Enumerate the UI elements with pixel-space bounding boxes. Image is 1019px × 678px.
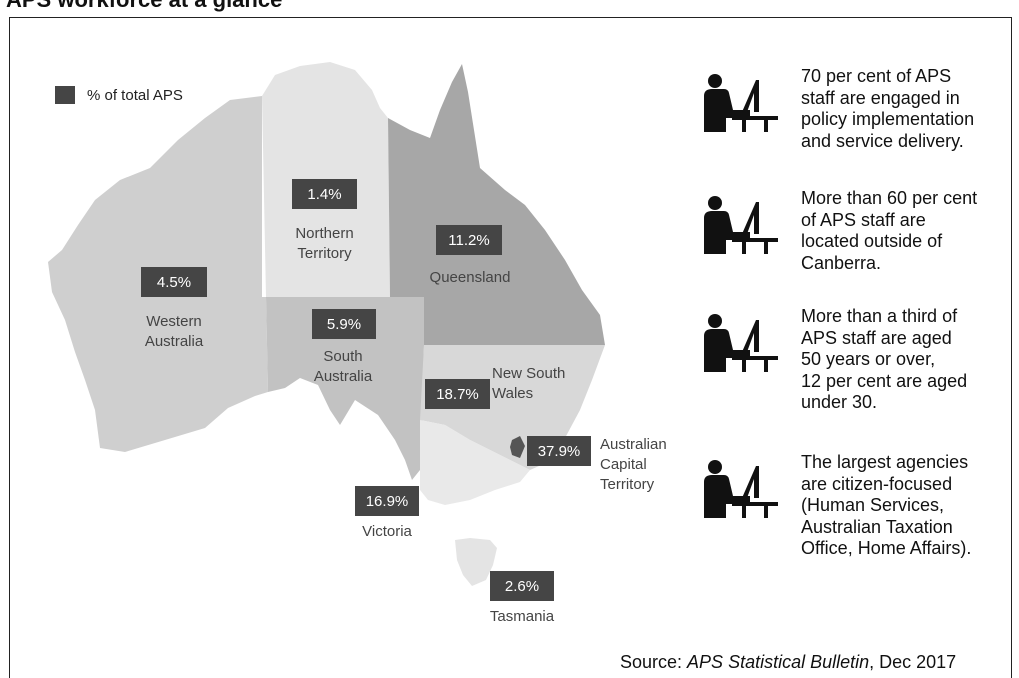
nsw-label-line2: Wales bbox=[492, 385, 534, 402]
page-title: APS workforce at a glance bbox=[6, 0, 282, 13]
nsw-percentage: 18.7% bbox=[425, 379, 490, 409]
vic-percentage: 16.9% bbox=[355, 486, 419, 516]
wa-label-line1: Western bbox=[146, 313, 202, 330]
nsw-label: New South Wales bbox=[492, 364, 580, 404]
fact-line: of APS staff are bbox=[801, 209, 926, 230]
wa-percentage: 4.5% bbox=[141, 267, 207, 297]
source-prefix: Source: bbox=[620, 652, 688, 672]
qld-percentage: 11.2% bbox=[436, 225, 502, 255]
region-tas-shape bbox=[455, 538, 497, 586]
fact-line: The largest agencies bbox=[801, 452, 969, 472]
australia-map bbox=[48, 62, 605, 586]
office-worker-icon bbox=[702, 458, 778, 518]
vic-label: Victoria bbox=[362, 523, 412, 540]
sa-label-line2: Australia bbox=[313, 368, 373, 385]
fact-line: Office, Home Affairs). bbox=[801, 538, 972, 558]
fact-line: 70 per cent of APS bbox=[801, 66, 952, 86]
fact-line: 12 per cent are aged bbox=[801, 370, 968, 391]
nsw-label-line1: New South bbox=[492, 365, 566, 382]
nt-percentage: 1.4% bbox=[292, 179, 357, 209]
fact-line: 50 years or over, bbox=[801, 349, 936, 369]
sa-label-line1: South bbox=[323, 348, 363, 365]
source-suffix: , Dec 2017 bbox=[869, 652, 957, 672]
tas-label: Tasmania bbox=[489, 608, 555, 625]
act-label-line3: Territory bbox=[600, 476, 655, 493]
infographic-frame bbox=[9, 17, 1012, 678]
fact-line: policy implementation bbox=[801, 109, 975, 129]
office-worker-icon bbox=[702, 312, 778, 372]
act-label-line1: Australian bbox=[600, 436, 667, 453]
legend-swatch bbox=[55, 86, 75, 104]
fact-line: and service delivery. bbox=[801, 130, 964, 151]
fact-line: staff are engaged in bbox=[801, 87, 960, 108]
wa-label: Western Australia bbox=[128, 312, 220, 352]
sa-percentage: 5.9% bbox=[312, 309, 376, 339]
sa-label: South Australia bbox=[295, 347, 391, 387]
region-sa-shape bbox=[266, 297, 424, 480]
act-label-line2: Capital bbox=[600, 456, 647, 473]
fact-line: are citizen-focused bbox=[801, 473, 953, 494]
fact-line: Australian Taxation bbox=[801, 516, 953, 537]
office-worker-icon bbox=[702, 72, 778, 132]
nt-label-line2: Territory bbox=[297, 245, 352, 262]
act-label: Australian Capital Territory bbox=[600, 435, 690, 495]
fact-line: More than 60 per cent bbox=[801, 188, 978, 208]
fact-line: Canberra. bbox=[801, 252, 882, 273]
fact-line: under 30. bbox=[801, 392, 878, 412]
tas-percentage: 2.6% bbox=[490, 571, 554, 601]
nt-label-line1: Northern bbox=[295, 225, 354, 242]
region-act-shape bbox=[510, 436, 525, 458]
qld-label: Queensland bbox=[429, 269, 511, 286]
fact-line: More than a third of bbox=[801, 306, 958, 326]
fact-line: located outside of bbox=[801, 231, 943, 251]
source-note: Source: APS Statistical Bulletin, Dec 20… bbox=[620, 652, 956, 673]
map-legend: % of total APS bbox=[55, 86, 183, 104]
source-publication: APS Statistical Bulletin bbox=[687, 652, 870, 672]
nt-label: Northern Territory bbox=[282, 224, 367, 264]
region-vic-shape bbox=[420, 420, 530, 505]
office-worker-icon bbox=[702, 194, 778, 254]
region-qld-shape bbox=[388, 64, 605, 345]
wa-label-line2: Australia bbox=[144, 333, 204, 350]
fact-line: (Human Services, bbox=[801, 495, 945, 515]
fact-line: APS staff are aged bbox=[801, 327, 952, 348]
legend-label: % of total APS bbox=[87, 86, 183, 104]
act-percentage: 37.9% bbox=[527, 436, 591, 466]
